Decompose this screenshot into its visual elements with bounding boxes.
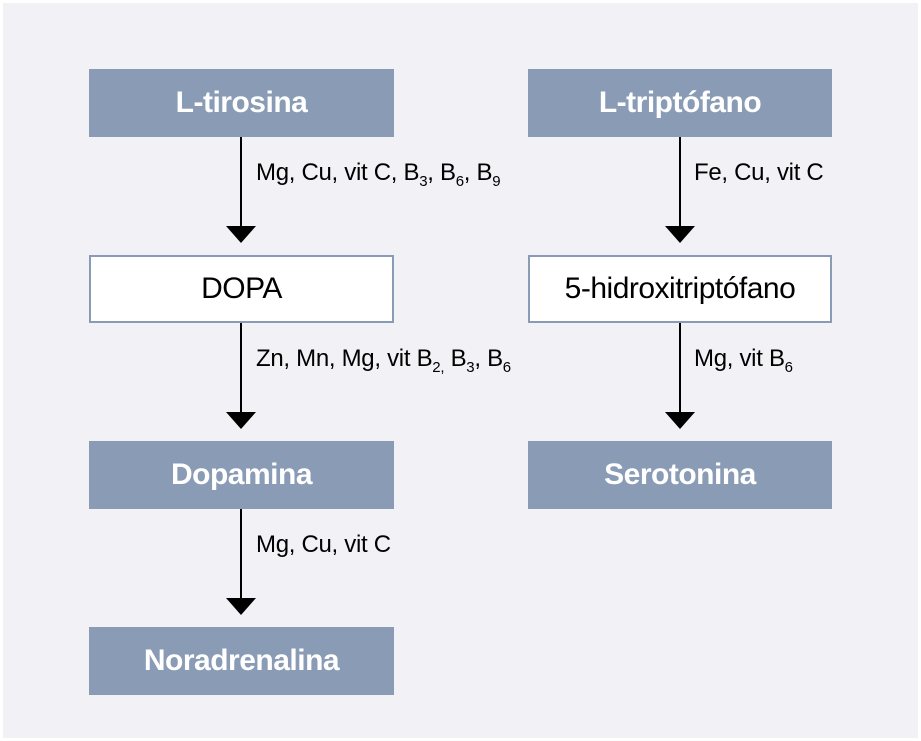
cofactors-triptofano-5htp: Fe, Cu, vit C	[694, 159, 824, 187]
arrow-line-tirosina-dopa	[240, 137, 242, 232]
cofactor-subscript: 2,	[432, 359, 445, 376]
cofactor-text: , B	[474, 345, 503, 372]
cofactor-text: , B	[463, 159, 493, 186]
cofactors-5htp-serotonina: Mg, vit B6	[694, 345, 793, 376]
cofactor-subscript: 3	[419, 173, 428, 190]
cofactor-subscript: 6	[502, 359, 511, 376]
cofactor-subscript: 3	[466, 359, 475, 376]
node-label: Serotonina	[604, 458, 756, 491]
cofactor-text: B	[444, 345, 467, 372]
arrow-head-5htp-serotonina	[665, 412, 695, 429]
arrow-head-dopamina-noradrenalina	[226, 598, 256, 615]
node-5-hidroxitriptofano: 5-hidroxitriptófano	[528, 255, 832, 323]
cofactor-subscript: 9	[492, 173, 501, 190]
node-dopa: DOPA	[89, 255, 394, 323]
cofactors-tirosina-dopa: Mg, Cu, vit C, B3, B6, B9	[256, 159, 501, 190]
cofactor-text: Mg, Cu, vit C, B	[256, 159, 420, 186]
cofactors-dopamina-noradrenalina: Mg, Cu, vit C	[256, 531, 391, 559]
node-label: L-tirosina	[175, 86, 308, 119]
node-label: DOPA	[201, 272, 282, 305]
node-label: Dopamina	[170, 458, 313, 491]
arrow-head-triptofano-5htp	[665, 226, 695, 243]
cofactor-text: Fe, Cu, vit C	[694, 159, 824, 186]
node-label: 5-hidroxitriptófano	[564, 272, 796, 305]
cofactor-text: Zn, Mn, Mg, vit B	[256, 345, 433, 372]
cofactor-text: Mg, Cu, vit C	[256, 531, 391, 558]
node-l-tirosina: L-tirosina	[89, 69, 394, 137]
arrow-line-5htp-serotonina	[679, 323, 681, 418]
node-noradrenalina: Noradrenalina	[89, 627, 394, 695]
arrow-line-triptofano-5htp	[679, 137, 681, 232]
node-dopamina: Dopamina	[89, 441, 394, 509]
cofactor-text: Mg, vit B	[694, 345, 785, 372]
cofactors-dopa-dopamina: Zn, Mn, Mg, vit B2, B3, B6	[256, 345, 511, 376]
arrow-line-dopa-dopamina	[240, 323, 242, 418]
cofactor-subscript: 6	[784, 359, 793, 376]
cofactor-subscript: 6	[455, 173, 464, 190]
node-label: L-triptófano	[598, 86, 762, 119]
arrow-line-dopamina-noradrenalina	[240, 509, 242, 604]
arrow-head-dopa-dopamina	[226, 412, 256, 429]
node-l-triptofano: L-triptófano	[528, 69, 832, 137]
arrow-head-tirosina-dopa	[226, 226, 256, 243]
node-serotonina: Serotonina	[528, 441, 832, 509]
node-label: Noradrenalina	[143, 644, 340, 677]
cofactor-text: , B	[427, 159, 456, 186]
